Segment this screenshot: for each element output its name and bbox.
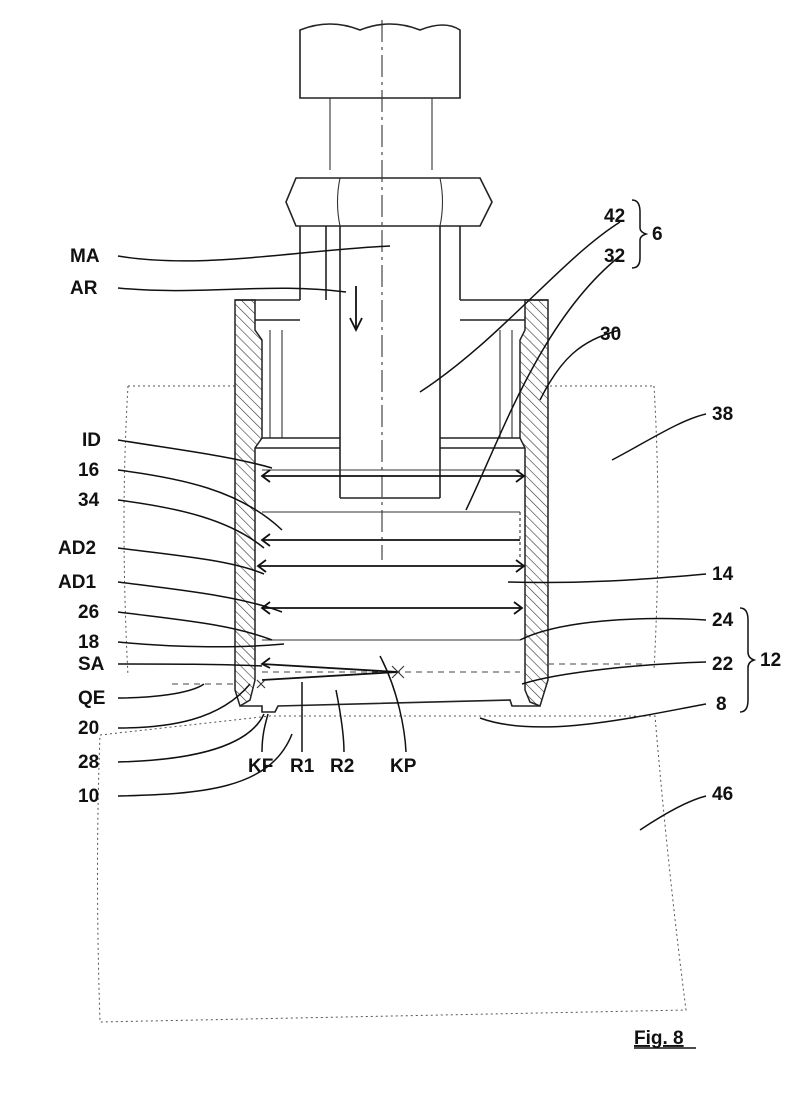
label-qe: QE: [78, 688, 105, 709]
label-18: 18: [78, 632, 99, 653]
label-r1: R1: [290, 756, 315, 777]
figure-caption: Fig. 8: [634, 1028, 684, 1049]
label-32: 32: [604, 246, 625, 267]
label-22: 22: [712, 654, 733, 675]
label-10: 10: [78, 786, 99, 807]
label-ad1: AD1: [58, 572, 96, 593]
bolt-head: [300, 24, 460, 170]
dim-34: [262, 534, 520, 546]
label-26: 26: [78, 602, 99, 623]
dim-ad1: [262, 602, 522, 614]
label-14: 14: [712, 564, 734, 585]
brace-12: [740, 608, 754, 712]
bolt-shank: [326, 226, 440, 498]
leader-lines: [118, 222, 706, 830]
mold-body-38: [124, 386, 658, 676]
label-r2: R2: [330, 756, 354, 777]
brace-6: [632, 200, 646, 268]
label-ad2: AD2: [58, 538, 96, 559]
dim-id: [262, 470, 524, 482]
label-id: ID: [82, 430, 101, 451]
label-42: 42: [604, 206, 625, 227]
label-sa: SA: [78, 654, 105, 675]
direction-arrow-ar: [350, 286, 362, 330]
label-20: 20: [78, 718, 99, 739]
label-24: 24: [712, 610, 734, 631]
label-38: 38: [712, 404, 733, 425]
label-30: 30: [600, 324, 621, 345]
label-12: 12: [760, 650, 781, 671]
label-16: 16: [78, 460, 99, 481]
label-46: 46: [712, 784, 733, 805]
label-kp: KP: [390, 756, 417, 777]
dim-ad2: [258, 560, 524, 572]
reference-labels: MA AR ID 16 34 AD2 AD1 26 18 SA QE 20 28…: [58, 206, 781, 1049]
label-8: 8: [716, 694, 727, 715]
nut: [286, 178, 492, 300]
label-ma: MA: [70, 246, 100, 267]
label-28: 28: [78, 752, 99, 773]
label-6: 6: [652, 224, 663, 245]
sleeve-walls: [235, 300, 548, 712]
dim-radius: [257, 658, 404, 688]
label-kf: KF: [248, 756, 273, 777]
label-ar: AR: [70, 278, 98, 299]
label-34: 34: [78, 490, 100, 511]
